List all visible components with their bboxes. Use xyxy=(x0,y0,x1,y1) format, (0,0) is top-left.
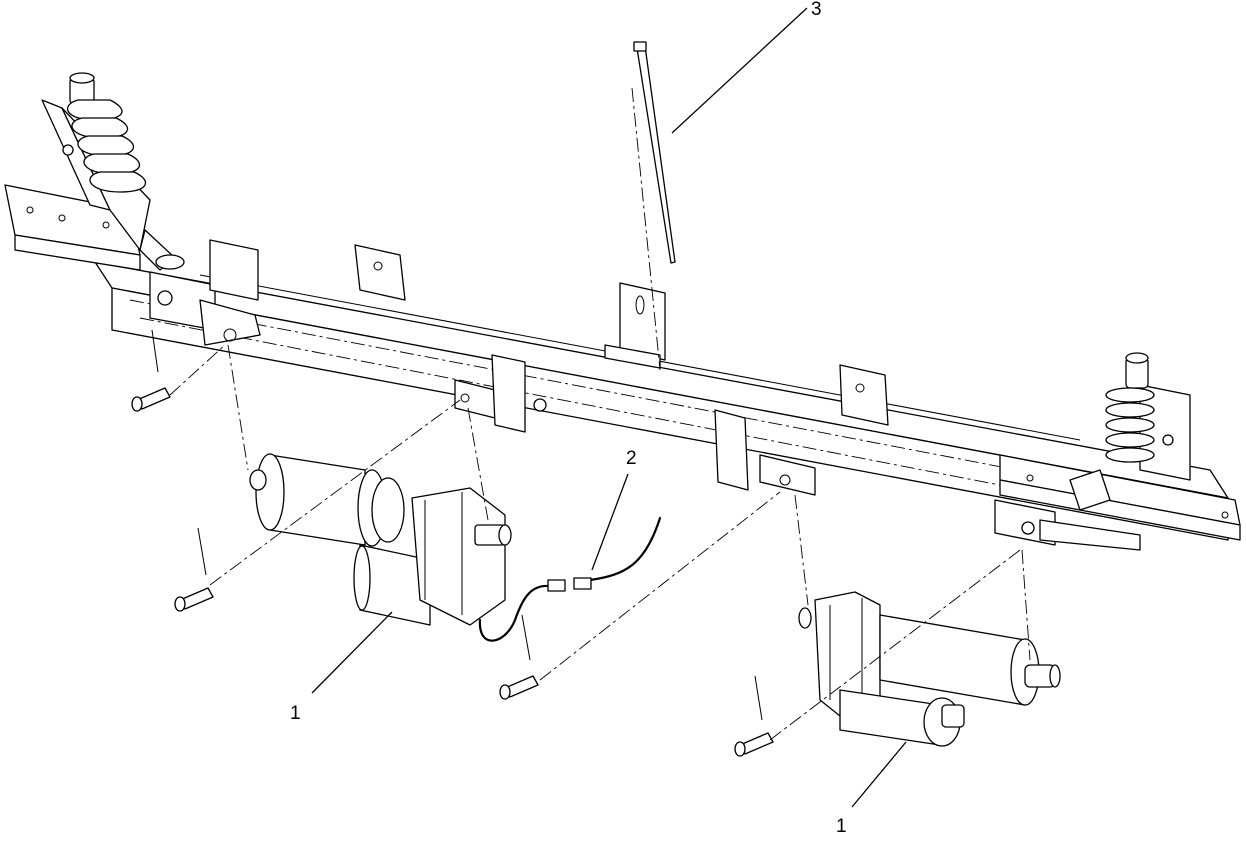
right-spring xyxy=(1069,352,1155,511)
clevis-bracket-right xyxy=(759,454,816,496)
leader-cable-tie xyxy=(671,7,808,134)
connector xyxy=(547,577,592,592)
mounting-tab-4 xyxy=(714,409,749,491)
leader-lines xyxy=(311,7,907,808)
left-spring xyxy=(67,72,185,271)
right-end-plate xyxy=(999,454,1241,541)
callout-connector: 2 xyxy=(626,448,637,469)
bolt-2 xyxy=(174,527,214,612)
bolt-3 xyxy=(499,614,539,700)
leader-connector xyxy=(591,473,629,571)
actuator-right xyxy=(798,591,1061,747)
wire-harness xyxy=(478,516,662,642)
bolt-1 xyxy=(131,329,171,412)
cable-tie xyxy=(633,41,676,264)
callout-actuator-right: 1 xyxy=(836,816,847,837)
callout-actuator-left: 1 xyxy=(290,703,301,724)
mounting-tab-2 xyxy=(604,282,666,369)
right-lower-bracket xyxy=(994,499,1141,551)
callout-cable-tie: 3 xyxy=(811,0,822,20)
frame-bar xyxy=(94,261,1229,541)
mounting-tab-1 xyxy=(354,244,406,301)
bolt-4 xyxy=(734,675,774,757)
clevis-bracket-left xyxy=(454,354,547,433)
left-lower-bracket xyxy=(149,239,261,346)
mounting-tab-3 xyxy=(839,364,889,426)
actuator-left xyxy=(249,453,512,626)
leader-actuator-left xyxy=(311,611,393,694)
assembly-lines xyxy=(169,87,1031,741)
left-end-plate xyxy=(4,184,141,271)
leader-actuator-right xyxy=(851,741,907,808)
